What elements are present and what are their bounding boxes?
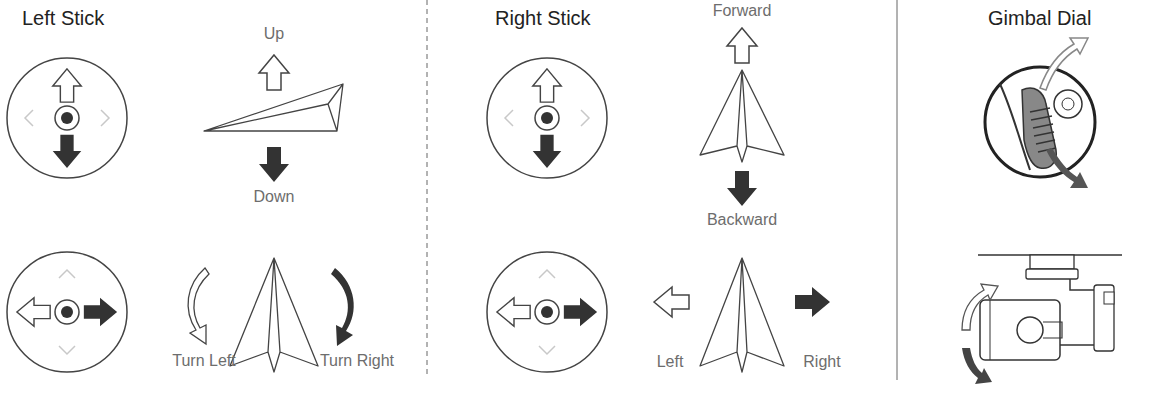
direction-label: Turn Right: [320, 352, 394, 370]
direction-label: Up: [264, 25, 284, 43]
stick-pitch: [487, 58, 607, 178]
section-heading: Right Stick: [495, 7, 591, 29]
gimbal-dial: [985, 38, 1095, 188]
plane-pitch: [700, 28, 784, 206]
direction-label: Turn Left: [172, 352, 235, 370]
stick-yaw: [7, 252, 127, 372]
direction-label: Down: [254, 188, 295, 206]
direction-label: Left: [657, 353, 684, 371]
direction-label: Backward: [707, 211, 777, 229]
direction-label: Right: [803, 353, 840, 371]
solid-divider: [897, 0, 898, 380]
gimbal-camera: [962, 255, 1122, 384]
section-heading: Gimbal Dial: [988, 7, 1091, 29]
plane-side: [204, 55, 343, 182]
dashed-divider: [427, 0, 428, 378]
direction-label: Forward: [713, 2, 772, 20]
stick-roll: [487, 252, 607, 372]
stick-throttle: [7, 58, 127, 178]
section-heading: Left Stick: [22, 7, 104, 29]
